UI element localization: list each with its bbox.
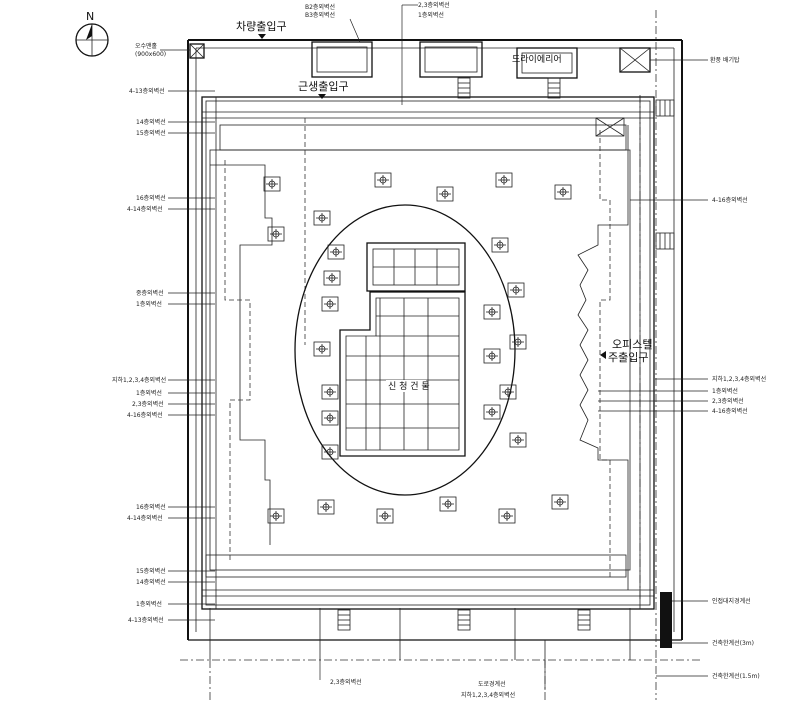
- column-marker: [321, 410, 339, 426]
- left-labels: 4-13층외벽선 14층외벽선 15층외벽선 16층외벽선 4-14층외벽선 중…: [112, 87, 215, 624]
- left-label: 14층외벽선: [136, 118, 166, 126]
- left-label: 1층외벽선: [136, 600, 162, 608]
- building-walls: [201, 96, 655, 610]
- right-label: 1층외벽선: [712, 387, 738, 395]
- column-marker: [313, 210, 331, 226]
- column-marker: [507, 282, 525, 298]
- north-arrow-icon: N: [75, 10, 109, 57]
- column-marker: [317, 499, 335, 515]
- left-label: 지하1,2,3,4층외벽선: [112, 376, 166, 384]
- column-marker: [321, 384, 339, 400]
- column-marker: [321, 296, 339, 312]
- column-marker: [551, 494, 569, 510]
- columns: [263, 172, 572, 524]
- column-marker: [327, 244, 345, 260]
- left-label: 4-14층외벽선: [127, 205, 163, 213]
- ventilation-label: 환풍 배기탑: [710, 56, 740, 64]
- left-label: 16층외벽선: [136, 194, 166, 202]
- dry-area-label: 드라이에리어: [512, 54, 562, 65]
- top-label-1f: 1층외벽선: [418, 11, 444, 19]
- bottom-labels: 2,3층외벽선 도로경계선 지하1,2,3,4층외벽선: [319, 660, 546, 699]
- bottom-label: 2,3층외벽선: [330, 678, 362, 686]
- column-marker: [499, 384, 517, 400]
- north-label: N: [86, 10, 94, 23]
- column-marker: [267, 226, 285, 242]
- sewer-size-label: (900x600): [135, 51, 166, 58]
- column-marker: [321, 444, 339, 460]
- column-marker: [376, 508, 394, 524]
- column-marker: [436, 186, 454, 202]
- column-marker: [554, 184, 572, 200]
- left-label: 2,3층외벽선: [132, 400, 164, 408]
- column-marker: [483, 304, 501, 320]
- vehicle-entrance-label: 차량출입구: [236, 20, 287, 33]
- column-marker: [495, 172, 513, 188]
- adjacent-wall: [660, 592, 672, 648]
- left-label: 16층외벽선: [136, 503, 166, 511]
- left-label: 15층외벽선: [136, 567, 166, 575]
- right-label: 2,3층외벽선: [712, 397, 744, 405]
- column-marker: [263, 176, 281, 192]
- right-label: 4-16층외벽선: [712, 407, 748, 415]
- column-marker: [483, 348, 501, 364]
- column-marker: [491, 237, 509, 253]
- right-label: 인접대지경계선: [712, 597, 751, 605]
- arrow-down-icon: [318, 94, 326, 99]
- central-plaza: 신 청 건 물: [294, 204, 516, 496]
- right-label: 건축한계선(3m): [712, 639, 754, 647]
- arrow-left-icon: [600, 351, 606, 359]
- top-structures: [189, 41, 675, 665]
- left-label: 4-13층외벽선: [129, 87, 165, 95]
- top-label-b2: B2층외벽선: [305, 3, 335, 11]
- column-marker: [483, 404, 501, 420]
- bottom-label: 도로경계선: [478, 680, 506, 688]
- right-label: 4-16층외벽선: [712, 196, 748, 204]
- left-label: 15층외벽선: [136, 129, 166, 137]
- column-marker: [267, 508, 285, 524]
- top-label-b3: B3층외벽선: [305, 11, 335, 19]
- right-label: 건축한계선(1.5m): [712, 672, 760, 680]
- column-marker: [374, 172, 392, 188]
- left-label: 4-13층외벽선: [128, 616, 164, 624]
- column-marker: [323, 270, 341, 286]
- neighborhood-entrance-label: 근생출입구: [298, 80, 349, 93]
- left-label: 1층외벽선: [136, 389, 162, 397]
- right-label: 지하1,2,3,4층외벽선: [712, 375, 766, 383]
- column-marker: [498, 508, 516, 524]
- column-marker: [509, 334, 527, 350]
- new-building-label: 신 청 건 물: [388, 381, 430, 392]
- bottom-label: 지하1,2,3,4층외벽선: [461, 691, 515, 699]
- sewer-label: 오수맨홀: [135, 42, 158, 50]
- right-labels: 4-16층외벽선 지하1,2,3,4층외벽선 1층외벽선 2,3층외벽선 4-1…: [598, 196, 766, 680]
- column-marker: [439, 496, 457, 512]
- left-label: 중층외벽선: [136, 289, 164, 297]
- column-marker: [313, 341, 331, 357]
- left-label: 1층외벽선: [136, 300, 162, 308]
- left-label: 4-14층외벽선: [127, 514, 163, 522]
- left-label: 4-16층외벽선: [127, 411, 163, 419]
- column-marker: [509, 432, 527, 448]
- top-label-23f: 2,3층외벽선: [418, 1, 450, 9]
- office-entrance-label: 오피스텔: [612, 338, 652, 351]
- left-label: 14층외벽선: [136, 578, 166, 586]
- office-main-entrance-label: 주출입구: [608, 351, 648, 364]
- arrow-down-icon: [258, 34, 266, 39]
